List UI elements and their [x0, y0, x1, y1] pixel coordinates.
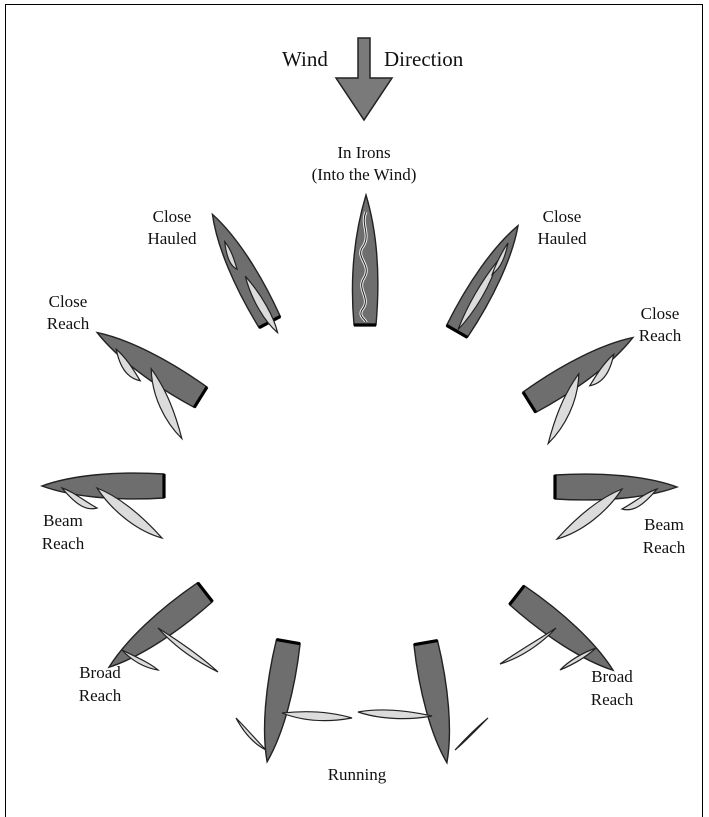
running-label: Running [328, 765, 387, 784]
beam-reach-left-line1: Beam [43, 511, 83, 530]
close-reach-right-line2: Reach [639, 326, 682, 345]
sail-broad-reach-left-main [157, 627, 219, 673]
sail-broad-reach-right-jib [559, 647, 597, 671]
broad-reach-right-line2: Reach [591, 690, 634, 709]
boat-close-hauled-right [444, 217, 531, 340]
broad-reach-right-line1: Broad [591, 667, 633, 686]
close-hauled-left-line1: Close [153, 207, 192, 226]
close-hauled-left-line2: Hauled [147, 229, 197, 248]
wind-label: Wind [282, 47, 328, 71]
sail-broad-reach-left-jib [121, 649, 160, 671]
sail-running-left-main [281, 711, 353, 722]
boat-close-reach-right [520, 325, 642, 446]
close-reach-left-line1: Close [49, 292, 88, 311]
sail-broad-reach-right-main [499, 627, 557, 665]
broad-reach-left-line1: Broad [79, 663, 121, 682]
beam-reach-right-line1: Beam [644, 515, 684, 534]
boat-beam-reach-left [40, 471, 166, 540]
in-irons-label: In Irons [337, 143, 390, 162]
boat-beam-reach-right [553, 472, 679, 541]
wind-arrow [334, 37, 394, 122]
direction-label: Direction [384, 47, 464, 71]
sail-running-left-jib [235, 717, 267, 751]
close-reach-right-line1: Close [641, 304, 680, 323]
close-hauled-right-line1: Close [543, 207, 582, 226]
beam-reach-right-line2: Reach [643, 538, 686, 557]
close-hauled-right-line2: Hauled [537, 229, 587, 248]
diagram-frame [5, 4, 703, 817]
into-the-wind-label: (Into the Wind) [312, 165, 417, 184]
boat-close-reach-left [88, 320, 210, 441]
boat-close-hauled-left [199, 206, 283, 335]
boat-in-irons [351, 192, 379, 327]
beam-reach-left-line2: Reach [42, 534, 85, 553]
sail-running-right-main [357, 709, 433, 720]
boat-running-right [411, 638, 462, 767]
close-reach-left-line2: Reach [47, 314, 90, 333]
sail-running-right-jib [454, 717, 489, 751]
broad-reach-left-line2: Reach [79, 686, 122, 705]
